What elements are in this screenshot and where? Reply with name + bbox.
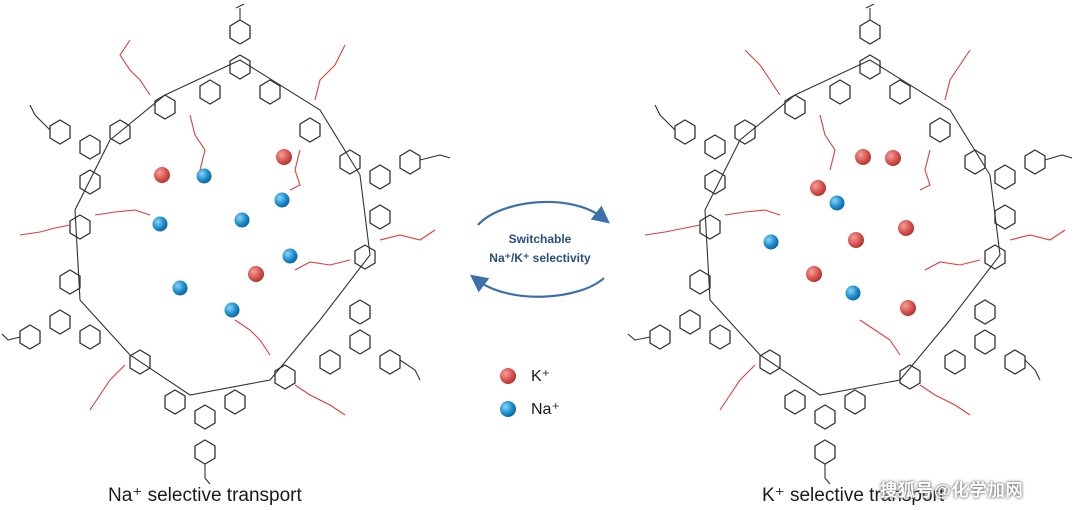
k-ion [898,220,914,236]
switch-arrows [469,200,610,298]
na-ion [845,285,861,301]
right-linker-rings [699,94,1006,390]
right-node-rings [649,19,1046,465]
na-ion [196,168,212,184]
k-ion [810,180,826,196]
switch-label-line2: Na⁺/K⁺ selectivity [489,251,591,265]
k-ion [900,300,916,316]
switch-arrow-bottom [469,274,605,298]
na-ion [829,195,845,211]
left-backbone [74,59,371,396]
left-termini [1,3,451,485]
right-side-chains [644,49,1066,416]
switch-arrow-top [477,200,610,226]
right-termini [627,3,1073,485]
switch-label-line1: Switchable [508,232,572,246]
na-ion [224,302,240,318]
left-linker-rings [69,94,376,390]
k-ion [848,232,864,248]
right-caption: K⁺ selective transport [762,485,945,506]
right-framework [649,19,1046,465]
legend [500,368,516,417]
left-caption: Na⁺ selective transport [108,485,302,506]
right-backbone [704,59,1001,396]
left-side-chains [19,39,436,416]
legend-na-swatch [500,401,516,417]
right-na-ions [763,195,861,301]
legend-k-swatch [500,368,516,384]
na-ion [274,192,290,208]
legend-k-label: K⁺ [531,368,551,385]
left-na-ions [152,168,298,318]
k-ion [154,167,170,183]
left-framework [19,19,421,465]
k-ion [806,266,822,282]
k-ion [885,150,901,166]
na-ion [763,234,779,250]
na-ion [172,280,188,296]
k-ion [248,266,264,282]
watermark: 搜狐号@化学加网 [880,481,1024,500]
left-k-ions [154,149,292,282]
na-ion [282,248,298,264]
left-node-rings [19,19,421,465]
k-ion [855,149,871,165]
na-ion [152,216,168,232]
k-ion [276,149,292,165]
na-ion [234,212,250,228]
legend-na-label: Na⁺ [531,401,560,418]
right-k-ions [806,149,916,316]
